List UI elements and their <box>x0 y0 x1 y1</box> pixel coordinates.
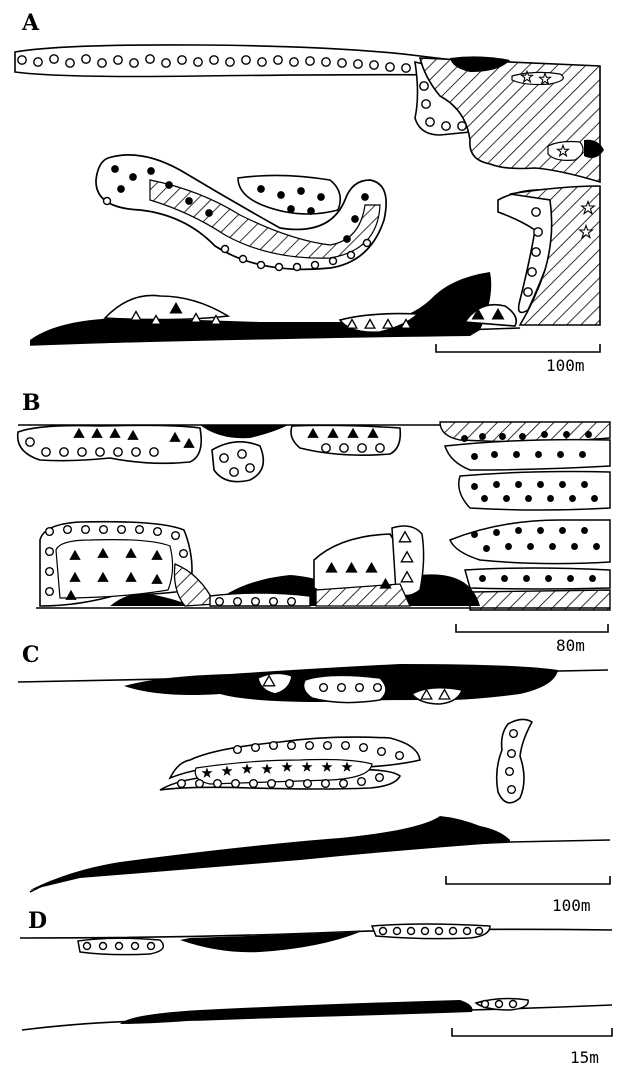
panel-c-scale-bar <box>446 876 610 884</box>
panel-c <box>18 664 610 892</box>
panel-b-scale-bar <box>456 624 608 632</box>
panel-a <box>15 45 604 352</box>
panel-d-scale-bar <box>452 1028 612 1036</box>
panel-c-lower-layer <box>30 816 610 892</box>
panel-a-scale-bar <box>436 344 600 352</box>
panel-b-letter: B <box>22 392 41 414</box>
panel-c-letter: C <box>22 644 40 666</box>
panel-c-scale-label: 100m <box>552 898 591 914</box>
panel-d-scale-label: 15m <box>570 1050 599 1066</box>
panel-d-letter: D <box>28 910 47 932</box>
panel-b-right-stack <box>440 422 610 610</box>
panel-c-small-lens <box>497 719 532 802</box>
panel-c-folded-lens <box>160 737 420 790</box>
panel-a-letter: A <box>22 12 39 34</box>
panel-b <box>18 422 610 632</box>
panel-a-right-hook <box>498 186 600 325</box>
panel-a-scale-label: 100m <box>546 358 585 374</box>
panel-d <box>20 924 612 1036</box>
panel-a-folded-lens <box>96 155 386 271</box>
panel-a-lower-layer <box>30 272 520 345</box>
panel-b-scale-label: 80m <box>556 638 585 654</box>
